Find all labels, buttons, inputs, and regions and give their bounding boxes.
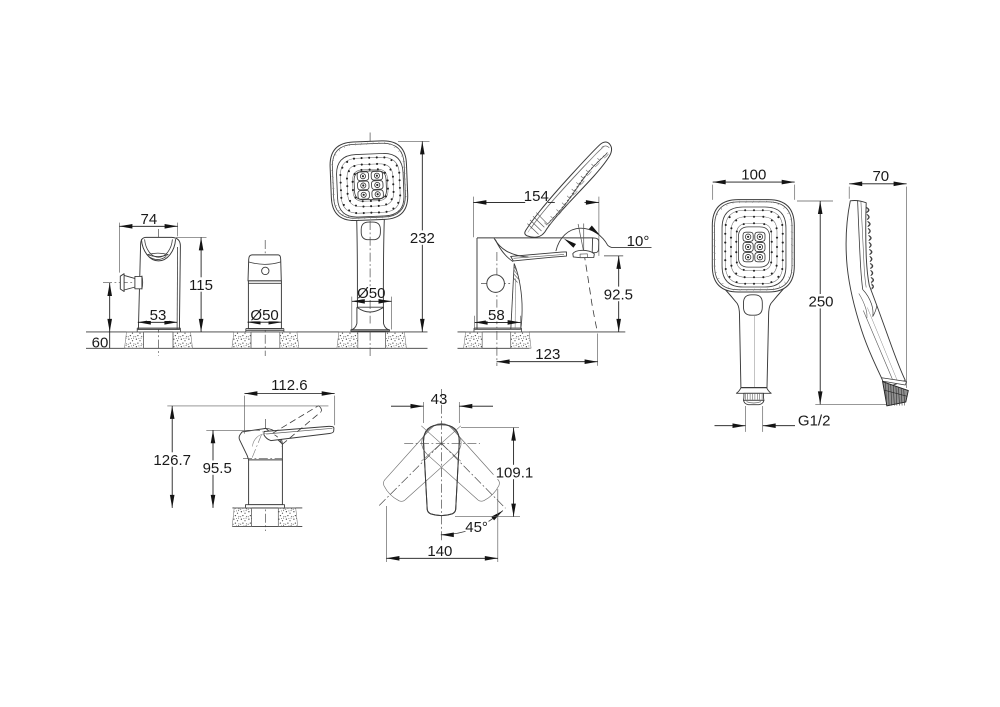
svg-text:43: 43 — [431, 391, 448, 408]
svg-text:115: 115 — [189, 277, 213, 294]
svg-text:95.5: 95.5 — [203, 460, 232, 477]
svg-text:92.5: 92.5 — [604, 286, 633, 303]
svg-text:53: 53 — [150, 307, 167, 324]
svg-text:45°: 45° — [465, 519, 488, 536]
svg-text:Ø50: Ø50 — [357, 285, 385, 302]
svg-text:58: 58 — [488, 307, 505, 324]
svg-text:10°: 10° — [627, 233, 650, 250]
svg-text:Ø50: Ø50 — [250, 307, 278, 324]
svg-text:G1/2: G1/2 — [798, 413, 831, 430]
svg-text:70: 70 — [872, 168, 889, 185]
svg-text:126.7: 126.7 — [153, 452, 191, 469]
svg-text:250: 250 — [808, 294, 833, 311]
svg-text:100: 100 — [741, 167, 766, 184]
svg-text:154: 154 — [524, 188, 549, 205]
svg-text:74: 74 — [141, 211, 158, 228]
svg-text:140: 140 — [427, 543, 452, 560]
svg-text:112.6: 112.6 — [271, 377, 307, 394]
svg-text:232: 232 — [410, 230, 435, 247]
svg-text:60: 60 — [92, 335, 109, 352]
svg-text:109.1: 109.1 — [496, 464, 534, 481]
svg-text:123: 123 — [535, 346, 560, 363]
